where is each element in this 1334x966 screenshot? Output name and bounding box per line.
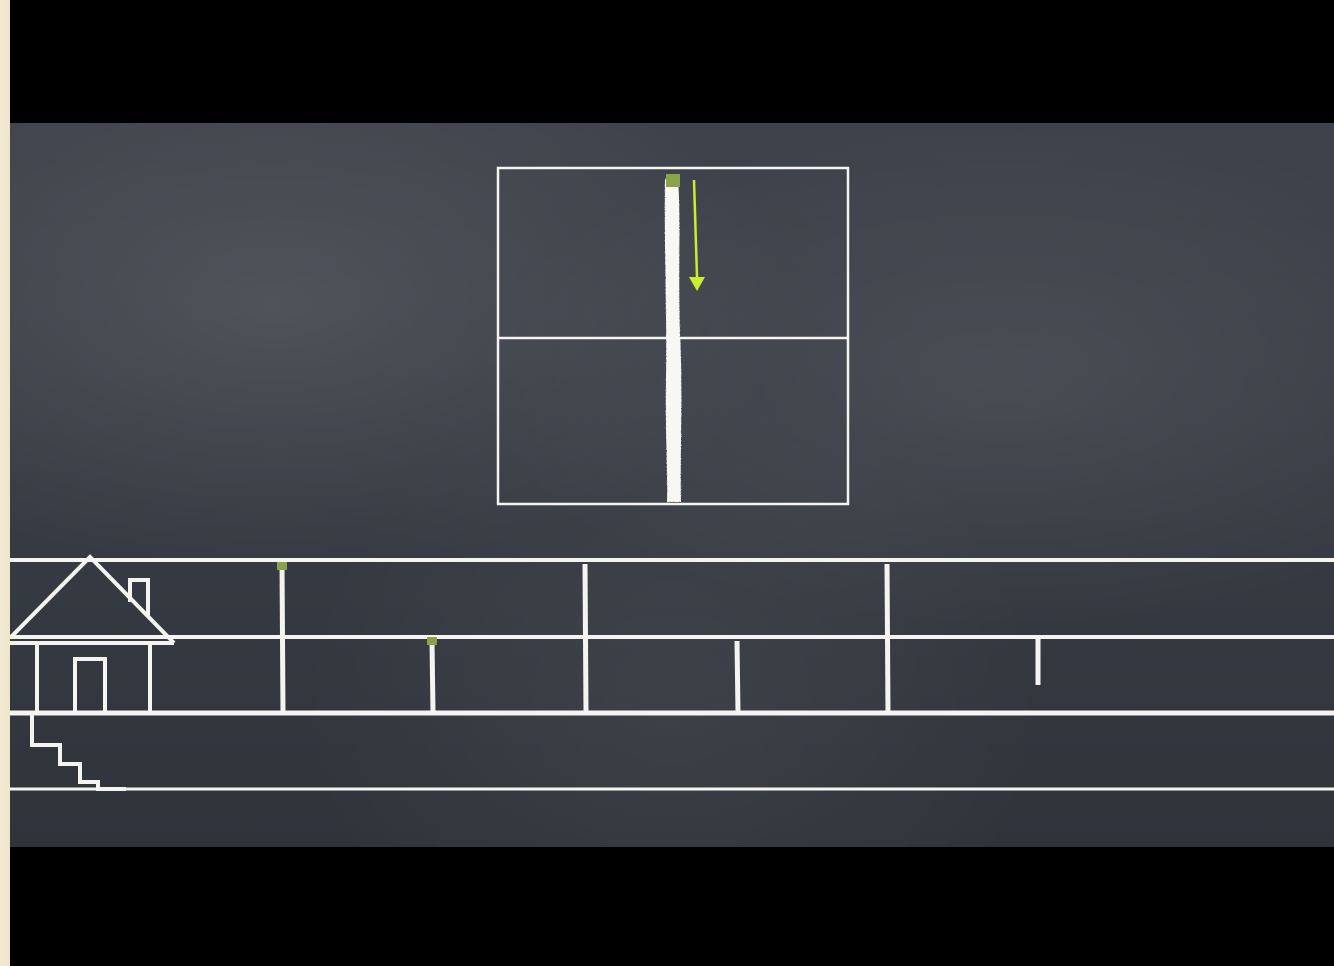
vertical-bar-5 [887, 564, 888, 713]
thick-chalk-column [665, 179, 682, 502]
vertical-bar-3 [585, 564, 586, 713]
letterbox-top [10, 4, 1334, 123]
video-frame [10, 4, 1334, 966]
house-door [75, 659, 105, 713]
vertical-bar-1 [282, 564, 283, 713]
vertical-bar-1-marker [277, 562, 287, 570]
direction-arrow-head [689, 277, 705, 291]
house-drawing [10, 557, 174, 789]
chalkboard-scene [10, 123, 1334, 847]
house-steps [32, 713, 126, 789]
direction-arrow-line [694, 180, 697, 277]
letterbox-bottom [10, 847, 1334, 966]
vertical-bar-2 [432, 641, 433, 713]
vertical-bar-2-marker [427, 637, 437, 645]
chalkboard-drawing [10, 123, 1334, 847]
top-green-marker [666, 174, 680, 187]
vertical-bar-4 [737, 641, 738, 713]
